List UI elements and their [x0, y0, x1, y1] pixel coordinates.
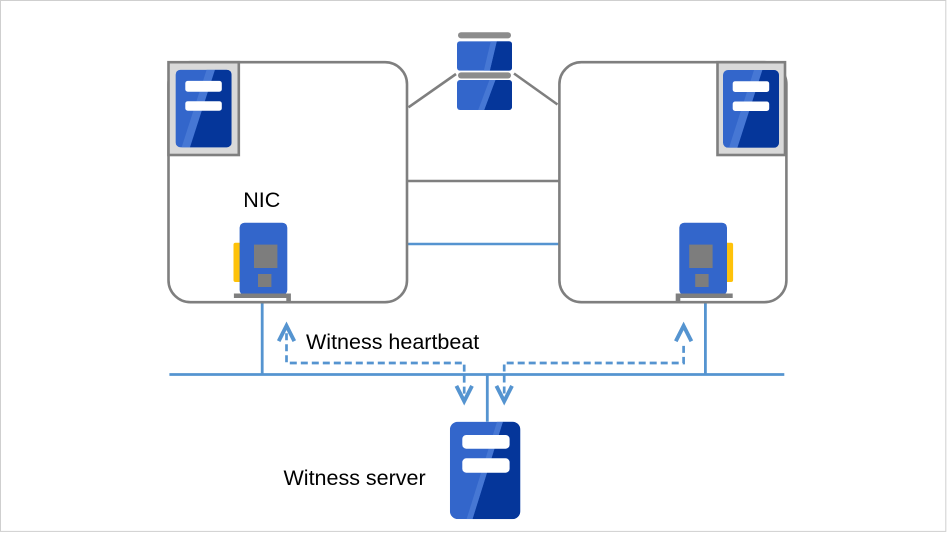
svg-text:Witness server: Witness server [284, 466, 426, 490]
svg-text:Witness heartbeat: Witness heartbeat [306, 330, 479, 354]
svg-text:NIC: NIC [243, 188, 280, 212]
